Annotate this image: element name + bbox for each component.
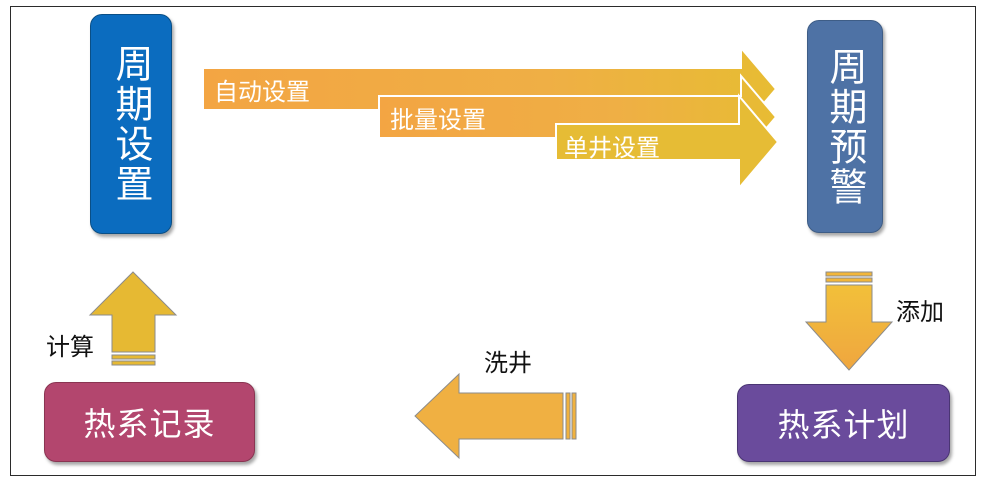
- band-label-auto: 自动设置: [214, 78, 310, 106]
- down-arrow: [804, 271, 894, 371]
- left-arrow: [414, 372, 577, 460]
- edge-label-calc: 计算: [46, 333, 94, 361]
- node-cycle-warning: 周期预警: [807, 20, 883, 233]
- band-label-batch: 批量设置: [390, 106, 486, 134]
- band-arrow-single: [555, 93, 780, 191]
- node-cycle-setting: 周期设置: [90, 14, 172, 234]
- edge-label-wash: 洗井: [484, 349, 532, 377]
- band-label-single: 单井设置: [564, 134, 660, 162]
- node-heat-plan: 热系计划: [737, 384, 950, 462]
- edge-label-add: 添加: [896, 298, 944, 326]
- diagram-frame: [10, 6, 976, 476]
- node-heat-record: 热系记录: [44, 382, 255, 462]
- up-arrow: [88, 271, 178, 366]
